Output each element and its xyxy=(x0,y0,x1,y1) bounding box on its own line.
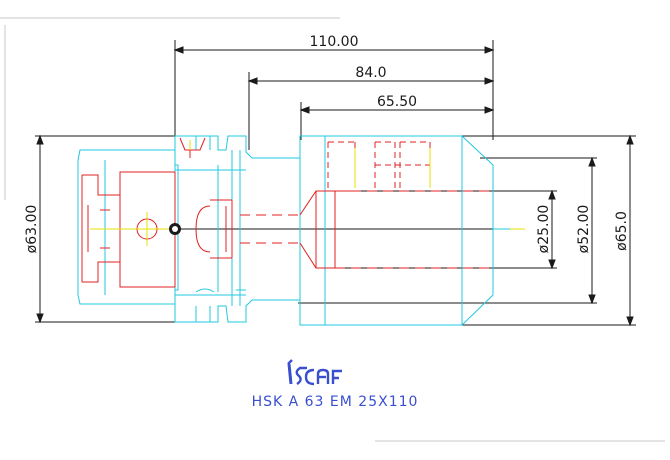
hidden-internal-lines xyxy=(81,137,493,288)
designation-label: HSK A 63 EM 25X110 xyxy=(251,394,419,410)
dim-length-short: 65.50 xyxy=(377,94,417,110)
holder-outline xyxy=(77,135,510,326)
dim-length-mid: 84.0 xyxy=(355,65,386,81)
dim-dia-body: ø52.00 xyxy=(576,205,592,254)
iscar-logo xyxy=(287,359,342,386)
centre-lines xyxy=(90,140,525,246)
dim-dia-flange: ø63.00 xyxy=(24,205,40,254)
dim-overall-length: 110.00 xyxy=(310,34,359,50)
dimension-lines xyxy=(35,40,636,327)
dim-dia-bore: ø25.00 xyxy=(536,205,552,254)
drawing-frame xyxy=(0,17,665,442)
origin-marker xyxy=(169,223,181,235)
dim-dia-outer: ø65.0 xyxy=(614,211,630,251)
